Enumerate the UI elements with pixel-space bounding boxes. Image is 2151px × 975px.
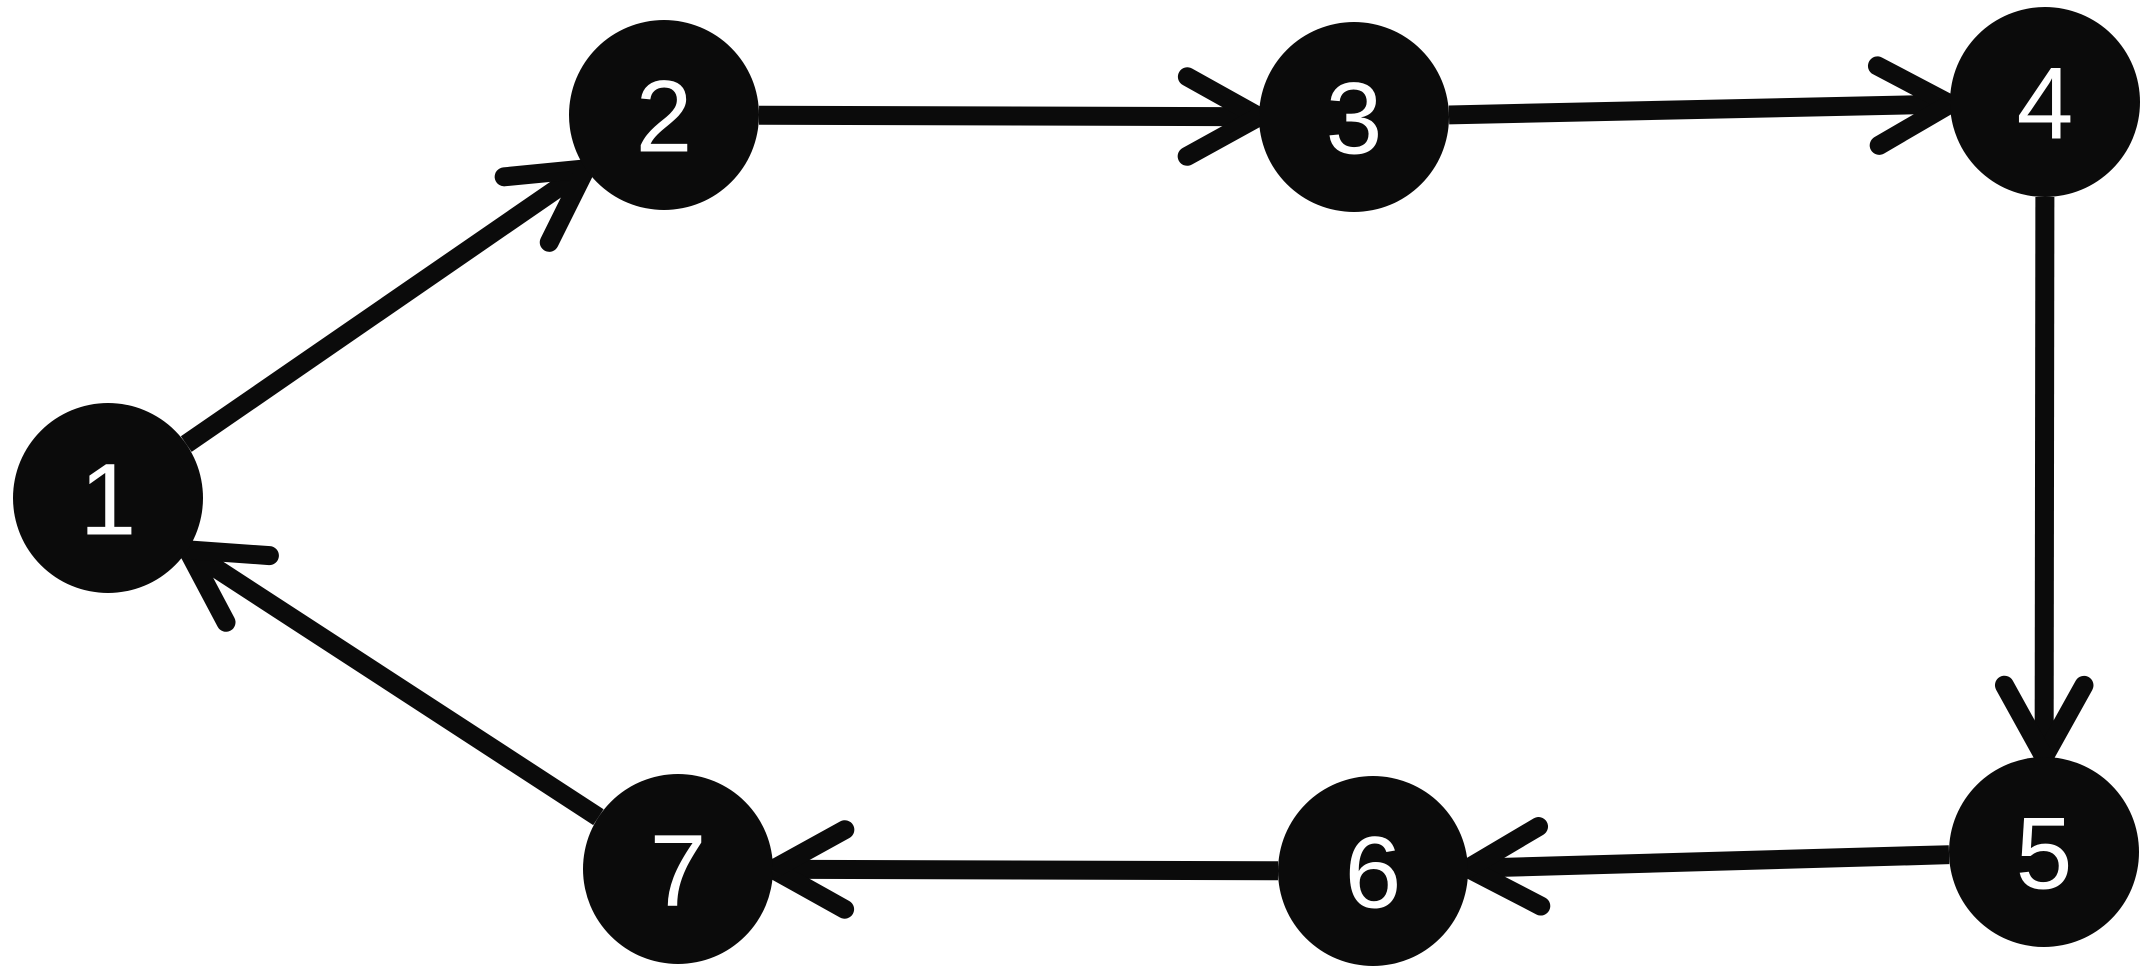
node-label: 6	[1345, 816, 1402, 930]
arrowhead-barb	[1458, 858, 1551, 916]
edge-3-4	[1448, 56, 1960, 155]
node-4: 4	[1950, 7, 2140, 197]
node-label: 1	[80, 443, 137, 557]
edge-4-5	[1994, 196, 2094, 767]
arrowhead-barb	[178, 540, 236, 632]
arrowhead-barb	[1867, 56, 1960, 114]
node-label: 3	[1326, 62, 1383, 176]
node-circle	[1950, 7, 2140, 197]
edge-5-6	[1458, 817, 1950, 916]
arrowhead-barb	[539, 159, 596, 252]
node-circle	[13, 403, 203, 593]
node-circle	[1949, 757, 2139, 947]
node-circle	[583, 774, 773, 964]
edge-shaft	[772, 859, 1279, 881]
node-label: 7	[650, 814, 707, 928]
node-circle	[569, 20, 759, 210]
edge-shaft	[180, 161, 592, 452]
edge-shaft	[2034, 196, 2055, 758]
node-7: 7	[583, 774, 773, 964]
arrowhead-barb	[1869, 94, 1960, 155]
node-label: 4	[2017, 47, 2074, 161]
edge-6-7	[763, 820, 1279, 919]
arrowhead-barb	[763, 820, 855, 879]
edge-shaft	[758, 105, 1260, 127]
arrowhead-barb	[494, 159, 596, 187]
edge-2-3	[758, 67, 1269, 166]
node-1: 1	[13, 403, 203, 593]
node-6: 6	[1278, 776, 1468, 966]
node-label: 2	[636, 60, 693, 174]
arrowhead-barb	[1177, 107, 1269, 166]
arrowhead-barb	[2034, 675, 2094, 767]
arrowhead-barb	[178, 540, 279, 566]
node-2: 2	[569, 20, 759, 210]
edge-shaft	[182, 541, 604, 826]
node-label: 5	[2016, 797, 2073, 911]
edge-shaft	[1467, 845, 1950, 878]
node-3: 3	[1259, 22, 1449, 212]
edge-shaft	[1448, 94, 1951, 125]
arrowhead-barb	[1994, 675, 2054, 767]
arrowhead-barb	[763, 859, 855, 919]
node-circle	[1278, 776, 1468, 966]
node-circle	[1259, 22, 1449, 212]
node-5: 5	[1949, 757, 2139, 947]
arrowhead-barb	[1458, 817, 1549, 878]
edge-7-1	[178, 540, 604, 826]
arrowhead-barb	[1177, 67, 1269, 127]
edge-1-2	[180, 159, 596, 452]
